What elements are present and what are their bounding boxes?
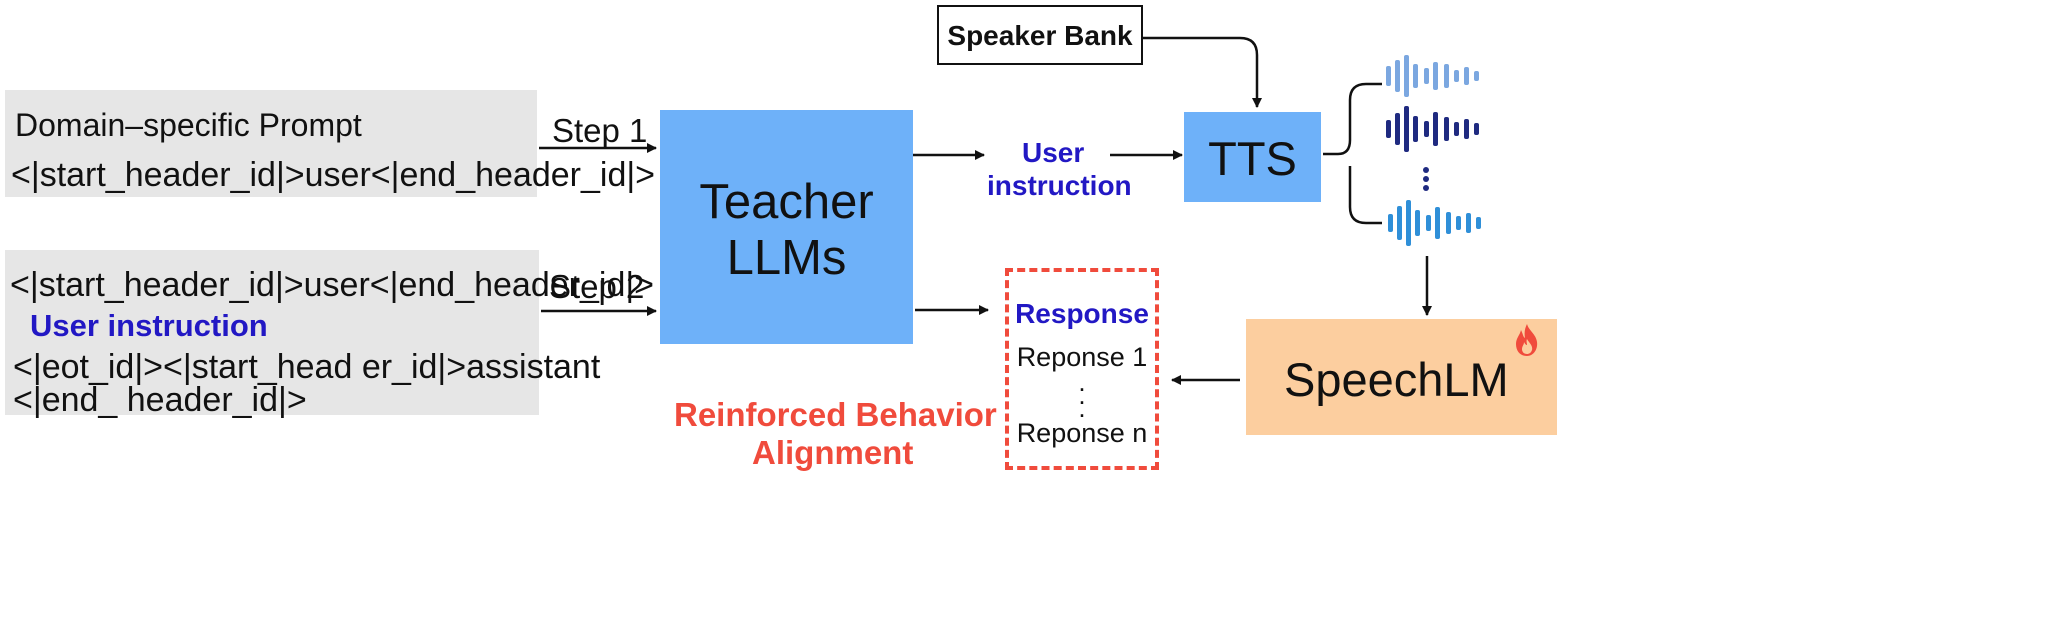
teacher-llms-label-line1: Teacher — [699, 175, 874, 229]
teacher-llms-label-line2: LLMs — [726, 231, 847, 285]
tts-brace — [1323, 82, 1382, 225]
speaker-bank-box: Speaker Bank — [937, 5, 1143, 65]
response-prompt-user-instruction: User instruction — [30, 308, 268, 343]
fire-icon — [1516, 324, 1538, 356]
step-1-label: Step 1 — [552, 112, 648, 149]
alignment-label-line2: Alignment — [752, 434, 914, 471]
response-prompt-box: <|start_header_id|>user<|end_header_id|>… — [5, 250, 654, 419]
response-box: Response Reponse 1 ... Reponse n — [1005, 268, 1159, 470]
response-title: Response — [1015, 298, 1149, 329]
response-last: Reponse n — [1016, 418, 1148, 448]
speechlm-box: SpeechLM — [1246, 319, 1557, 435]
vertical-ellipsis-icon — [1423, 167, 1429, 191]
waveform-dark — [1386, 106, 1479, 152]
response-prompt-header-line: <|start_header_id|>user<|end_header_id|> — [10, 266, 655, 304]
domain-prompt-box: Domain–specific Prompt <|start_header_id… — [5, 90, 655, 197]
tts-box: TTS — [1184, 112, 1321, 202]
response-prompt-assistant-line: <|eot_id|><|start_head er_id|>assistant — [13, 348, 601, 386]
user-instruction-label-line1: User — [1022, 137, 1085, 168]
alignment-label-line1: Reinforced Behavior — [674, 396, 997, 433]
response-first: Reponse 1 — [1016, 342, 1148, 372]
domain-prompt-header-line: <|start_header_id|>user<|end_header_id|> — [11, 156, 656, 194]
step-2-label: Step 2 — [549, 268, 645, 305]
speechlm-label: SpeechLM — [1284, 353, 1509, 406]
speaker-to-tts-arrow — [1143, 36, 1262, 108]
waveform-light — [1386, 55, 1479, 97]
waveform-mid — [1388, 200, 1481, 246]
response-prompt-end-line: <|end_ header_id|> — [13, 381, 307, 419]
vertical-ellipsis-icon: ... — [1078, 367, 1086, 423]
teacher-llms-box: Teacher LLMs — [660, 110, 913, 344]
tts-label: TTS — [1208, 132, 1297, 185]
user-instruction-label-line2: instruction — [987, 170, 1132, 201]
domain-prompt-title: Domain–specific Prompt — [15, 107, 362, 143]
speaker-bank-label: Speaker Bank — [947, 20, 1133, 51]
